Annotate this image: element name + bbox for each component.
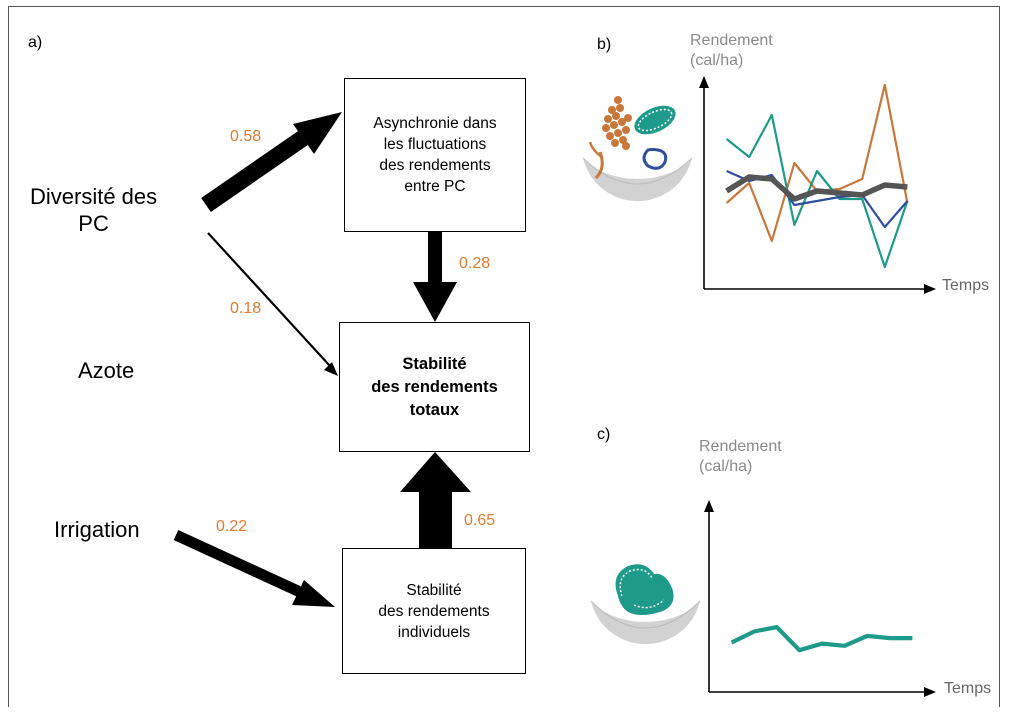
box-asynchrony: Asynchronie dans les fluctuations des re… bbox=[344, 78, 526, 232]
chart-b-series-line-4 bbox=[725, 174, 908, 202]
arrow-individual-to-total bbox=[400, 452, 471, 550]
panel-label-a: a) bbox=[28, 34, 43, 51]
arrow-asynchrony-to-total bbox=[413, 232, 457, 322]
coef-asynchrony-total: 0.28 bbox=[459, 255, 491, 272]
factor-diversity: Diversité des PC bbox=[30, 184, 158, 236]
factor-nitrogen: Azote bbox=[78, 358, 135, 383]
chart-c-series-line-1 bbox=[730, 624, 913, 653]
coef-individual-total: 0.65 bbox=[464, 512, 496, 529]
coef-diversity-total: 0.18 bbox=[230, 300, 262, 317]
panel-label-b: b) bbox=[597, 36, 612, 53]
chart-b-ylabel: Rendement (cal/ha) bbox=[690, 32, 773, 69]
coef-irrigation-individual: 0.22 bbox=[216, 518, 248, 535]
coef-diversity-asynchrony: 0.58 bbox=[230, 128, 262, 145]
arrow-diversity-to-total bbox=[207, 232, 338, 376]
chart-b-series-line-2 bbox=[725, 113, 909, 269]
arrow-irrigation-to-individual bbox=[173, 530, 335, 607]
chart-c-xlabel: Temps bbox=[944, 680, 992, 697]
panel-label-c: c) bbox=[597, 426, 611, 443]
box-individual-stability: Stabilité des rendements individuels bbox=[342, 548, 526, 674]
box-asynchrony-text: Asynchronie dans les fluctuations des re… bbox=[373, 115, 497, 195]
box-individual-stability-text: Stabilité des rendements individuels bbox=[378, 581, 490, 641]
box-total-stability: Stabilité des rendements totaux bbox=[339, 322, 530, 452]
arrow-diversity-to-asynchrony bbox=[201, 112, 342, 212]
factor-irrigation: Irrigation bbox=[54, 517, 140, 542]
box-total-stability-text: Stabilité des rendements totaux bbox=[371, 354, 498, 419]
chart-b-xlabel: Temps bbox=[942, 277, 990, 294]
figure-frame bbox=[8, 6, 1000, 707]
chart-c-ylabel: Rendement (cal/ha) bbox=[699, 438, 782, 475]
